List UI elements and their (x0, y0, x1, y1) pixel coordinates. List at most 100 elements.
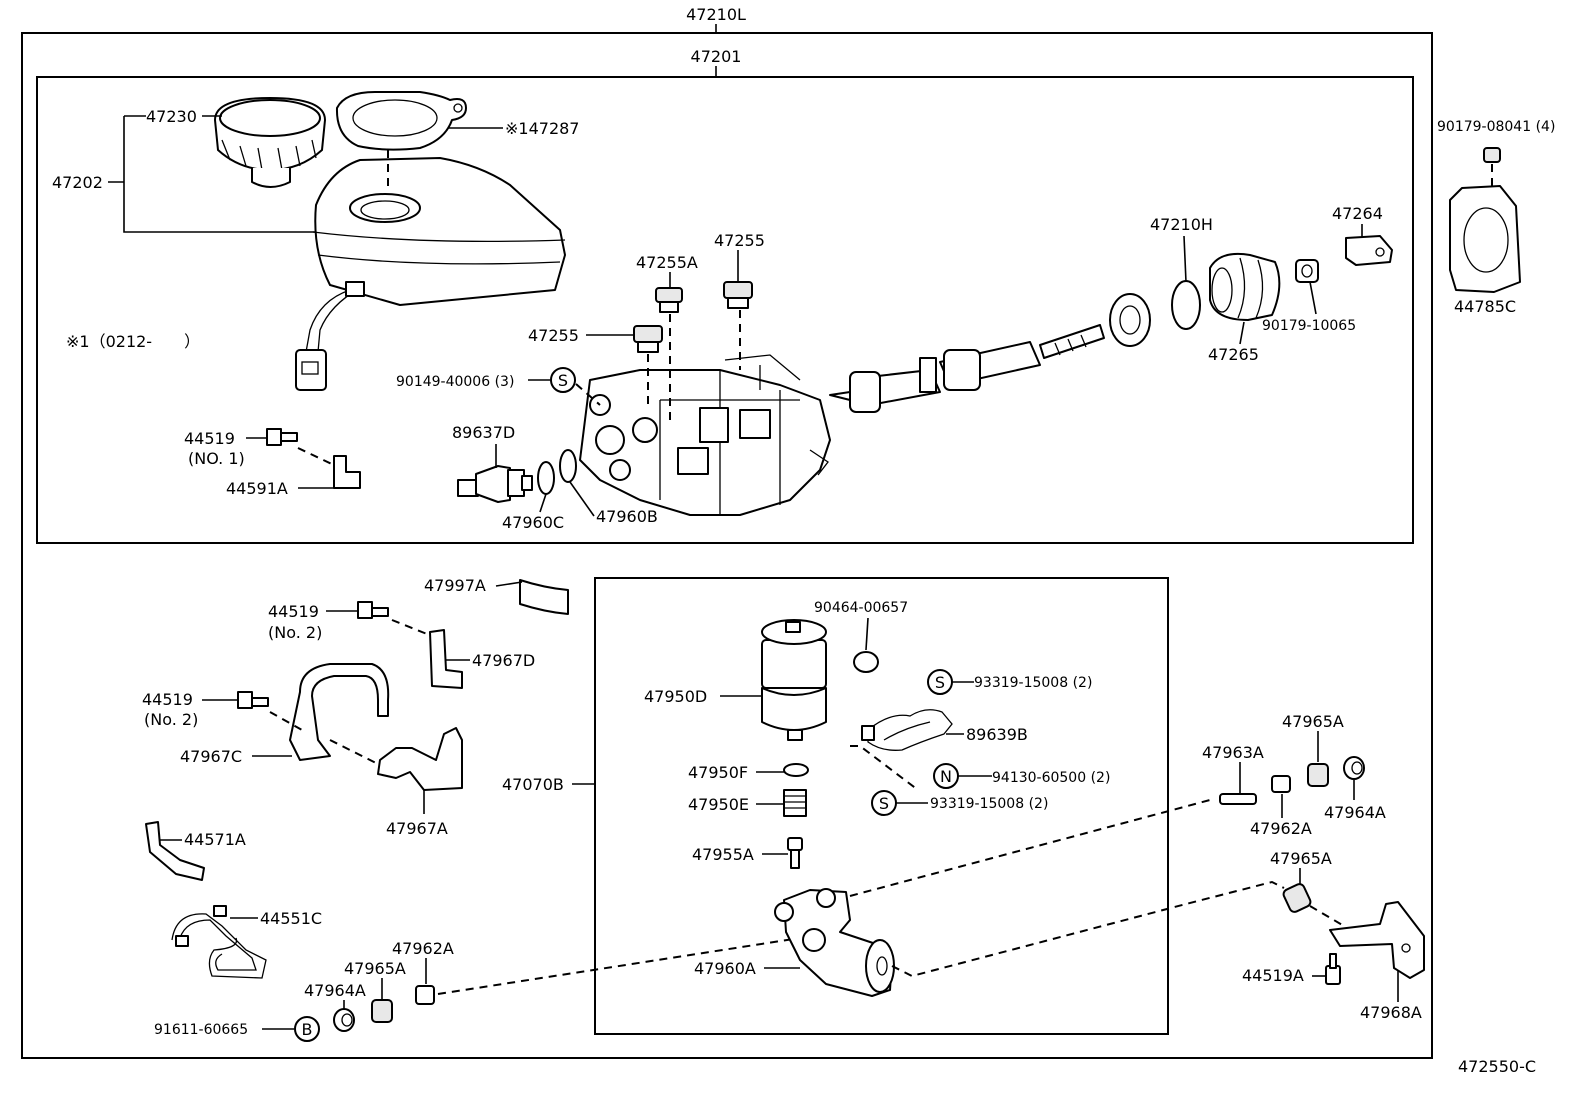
label-47960C[interactable]: 47960C (502, 513, 564, 532)
label-47997A[interactable]: 47997A (424, 576, 486, 595)
label-47967C[interactable]: 47967C (180, 747, 242, 766)
label-47950F[interactable]: 47950F (688, 763, 748, 782)
label-44519-no2-b[interactable]: 44519 (142, 690, 193, 709)
label-90179-10065[interactable]: 90179-10065 (1262, 318, 1356, 334)
bracket-44591A-part[interactable] (333, 455, 361, 489)
label-47965A-right-bottom[interactable]: 47965A (1270, 849, 1332, 868)
hose-44571A-part[interactable] (145, 821, 205, 881)
label-note1[interactable]: ※1（0212- ） (66, 332, 200, 351)
label-44571A[interactable]: 44571A (184, 830, 246, 849)
label-44519-no1[interactable]: 44519 (184, 429, 235, 448)
label-47202[interactable]: 47202 (52, 173, 103, 192)
label-44785C[interactable]: 44785C (1454, 297, 1516, 316)
label-90179-08041[interactable]: 90179-08041 (4) (1437, 119, 1555, 135)
label-47255-left[interactable]: 47255 (528, 326, 579, 345)
reservoir-gasket-part[interactable] (335, 91, 467, 151)
label-47070B[interactable]: 47070B (502, 775, 564, 794)
pressure-switch-89637D-part[interactable] (457, 465, 533, 503)
boot-47265-part[interactable] (1209, 252, 1281, 321)
label-47960A[interactable]: 47960A (694, 959, 756, 978)
grommet-47965A-right-bottom-part[interactable] (1282, 882, 1312, 913)
harness-44551C-part[interactable] (171, 905, 267, 979)
label-47230[interactable]: 47230 (146, 107, 197, 126)
clamp-47997A-part[interactable] (519, 579, 569, 615)
label-93319-a[interactable]: 93319-15008 (2) (974, 675, 1092, 691)
pin-47963A-part[interactable] (1219, 793, 1257, 805)
washer-47960C-part[interactable] (537, 461, 555, 495)
label-44519-no2-a-sub[interactable]: (No. 2) (268, 623, 322, 642)
nut-90179-10065-part[interactable] (1295, 259, 1319, 283)
pump-47960A-part[interactable] (774, 888, 895, 997)
washer-47950F-part[interactable] (783, 763, 809, 777)
label-44519-no1-sub[interactable]: (NO. 1) (188, 449, 245, 468)
actuator-body-part[interactable] (579, 354, 831, 516)
label-47210H[interactable]: 47210H (1150, 215, 1213, 234)
snap-ring-47210H-part[interactable] (1171, 280, 1201, 330)
grommet-47964A-right-part[interactable] (1343, 756, 1365, 780)
label-44519A[interactable]: 44519A (1242, 966, 1304, 985)
label-47255-right[interactable]: 47255 (714, 231, 765, 250)
label-47964A-left[interactable]: 47964A (304, 981, 366, 1000)
nut-90179-08041-part[interactable] (1483, 147, 1501, 163)
label-47287[interactable]: ※147287 (505, 119, 579, 138)
bolt-44519A-part[interactable] (1325, 953, 1341, 985)
label-47210L[interactable]: 47210L (686, 5, 746, 24)
bolt-44519-no1-part[interactable] (266, 428, 298, 446)
label-90464[interactable]: 90464-00657 (814, 600, 908, 616)
grommet-47965A-right-top-part[interactable] (1307, 763, 1329, 787)
label-47967D[interactable]: 47967D (472, 651, 535, 670)
cap-47255-right-part[interactable] (723, 281, 753, 309)
label-47968A[interactable]: 47968A (1360, 1003, 1422, 1022)
strap-bracket-47967C-part[interactable] (289, 663, 390, 761)
clip-90464-part[interactable] (853, 651, 879, 673)
label-93319-b[interactable]: 93319-15008 (2) (930, 796, 1048, 812)
motor-47950D-part[interactable] (761, 619, 827, 741)
bracket-47967D-part[interactable] (429, 629, 463, 689)
label-47265[interactable]: 47265 (1208, 345, 1259, 364)
harness-89639B-part[interactable] (861, 709, 953, 751)
label-47950E[interactable]: 47950E (688, 795, 749, 814)
leader-47997A (495, 581, 523, 587)
label-47255A[interactable]: 47255A (636, 253, 698, 272)
label-47950D[interactable]: 47950D (644, 687, 707, 706)
grommet-47965A-left-part[interactable] (371, 999, 393, 1023)
label-44519-no2-a[interactable]: 44519 (268, 602, 319, 621)
spring-47950E-part[interactable] (783, 789, 807, 817)
sleeve-47962A-right-part[interactable] (1271, 775, 1291, 793)
boot-ring-part[interactable] (1109, 293, 1151, 347)
label-91611[interactable]: 91611-60665 (154, 1022, 248, 1038)
clevis-47264-part[interactable] (1345, 235, 1393, 266)
bracket-47967A-part[interactable] (377, 727, 463, 791)
oring-47960B-part[interactable] (559, 449, 577, 483)
label-47967A[interactable]: 47967A (386, 819, 448, 838)
sleeve-47962A-left-part[interactable] (415, 985, 435, 1005)
reservoir-cap-part[interactable] (214, 97, 326, 188)
bolt-44519-no2-a-part[interactable] (357, 601, 389, 619)
label-47963A[interactable]: 47963A (1202, 743, 1264, 762)
label-47960B[interactable]: 47960B (596, 507, 658, 526)
bolt-44519-no2-b-part[interactable] (237, 691, 269, 709)
grommet-47964A-left-part[interactable] (333, 1008, 355, 1032)
label-89639B[interactable]: 89639B (966, 725, 1028, 744)
label-47264[interactable]: 47264 (1332, 204, 1383, 223)
label-47965A-right-top[interactable]: 47965A (1282, 712, 1344, 731)
label-47965A-left[interactable]: 47965A (344, 959, 406, 978)
label-90149[interactable]: 90149-40006 (3) (396, 374, 514, 390)
label-47201[interactable]: 47201 (691, 47, 742, 66)
cap-47255-left-part[interactable] (633, 325, 663, 353)
gasket-44785C-part[interactable] (1449, 185, 1521, 293)
label-47962A-right[interactable]: 47962A (1250, 819, 1312, 838)
label-44519-no2-b-sub[interactable]: (No. 2) (144, 710, 198, 729)
label-47964A-right[interactable]: 47964A (1324, 803, 1386, 822)
pushrod-assembly-part[interactable] (829, 324, 1105, 413)
label-44591A[interactable]: 44591A (226, 479, 288, 498)
label-89637D[interactable]: 89637D (452, 423, 515, 442)
reservoir-tank-part[interactable] (295, 157, 566, 391)
bracket-47968A-part[interactable] (1329, 901, 1425, 979)
cap-47255A-part[interactable] (655, 287, 683, 313)
label-94130[interactable]: 94130-60500 (2) (992, 770, 1110, 786)
label-44551C[interactable]: 44551C (260, 909, 322, 928)
label-47955A[interactable]: 47955A (692, 845, 754, 864)
bolt-47955A-part[interactable] (787, 837, 803, 869)
label-47962A-left[interactable]: 47962A (392, 939, 454, 958)
